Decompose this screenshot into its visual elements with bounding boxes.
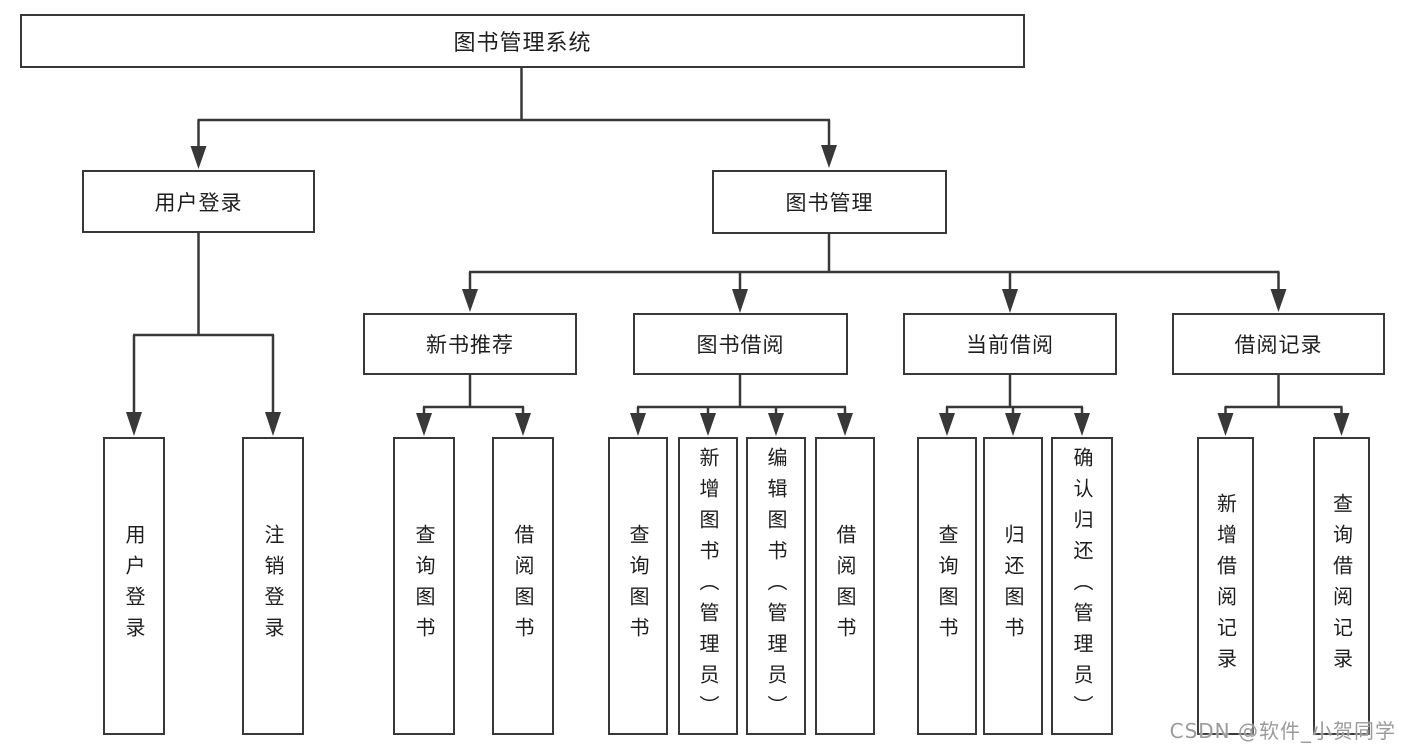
node-label: 查询图书 bbox=[935, 524, 959, 648]
connector-book-mgmt-children bbox=[462, 234, 1287, 313]
node-user-login: 用户登录 bbox=[82, 170, 315, 233]
connector-new-book-children bbox=[416, 375, 531, 436]
node-borrowing-records: 借阅记录 bbox=[1172, 313, 1385, 375]
node-label: 图书管理 bbox=[785, 191, 874, 215]
connector-borrow-record-children bbox=[1217, 375, 1350, 436]
connector-user-login-children bbox=[126, 233, 281, 436]
node-label: 用户登录 bbox=[154, 190, 243, 215]
leaf-borrow-borrow-books: 借阅图书 bbox=[815, 437, 875, 735]
node-label: 编辑图书（管理员） bbox=[764, 446, 788, 726]
node-label: 借阅图书 bbox=[511, 524, 535, 648]
node-book-borrowing: 图书借阅 bbox=[633, 313, 848, 375]
leaf-newbook-query-books: 查询图书 bbox=[393, 437, 455, 735]
node-label: 确认归还（管理员） bbox=[1070, 446, 1094, 726]
node-new-book-recommend: 新书推荐 bbox=[363, 313, 577, 375]
leaf-borrow-add-books-admin: 新增图书（管理员） bbox=[678, 437, 738, 735]
node-label: 归还图书 bbox=[1001, 524, 1025, 648]
node-label: 用户登录 bbox=[122, 524, 146, 648]
node-label: 当前借阅 bbox=[966, 333, 1054, 357]
node-label: 查询借阅记录 bbox=[1329, 493, 1354, 679]
csdn-watermark: CSDN @软件_小贺同学 bbox=[1169, 719, 1396, 743]
connector-book-borrow-children bbox=[630, 375, 853, 436]
node-label: 查询图书 bbox=[412, 524, 436, 648]
leaf-current-return-books: 归还图书 bbox=[983, 437, 1043, 735]
node-label: 查询图书 bbox=[626, 524, 650, 648]
leaf-record-query-borrow-record: 查询借阅记录 bbox=[1313, 437, 1370, 735]
leaf-current-confirm-return-admin: 确认归还（管理员） bbox=[1051, 437, 1113, 735]
node-label: 图书管理系统 bbox=[453, 31, 592, 56]
leaf-current-query-books: 查询图书 bbox=[917, 437, 977, 735]
node-current-borrowing: 当前借阅 bbox=[903, 313, 1117, 375]
node-label: 图书借阅 bbox=[696, 333, 785, 357]
node-label: 借阅记录 bbox=[1234, 333, 1323, 357]
node-label: 新增图书（管理员） bbox=[696, 446, 720, 726]
connector-root-to-level2 bbox=[190, 68, 837, 169]
leaf-logout: 注销登录 bbox=[242, 437, 304, 735]
leaf-borrow-query-books: 查询图书 bbox=[608, 437, 668, 735]
connector-current-borrow-children bbox=[939, 375, 1090, 436]
leaf-borrow-edit-books-admin: 编辑图书（管理员） bbox=[746, 437, 806, 735]
leaf-user-login: 用户登录 bbox=[103, 437, 165, 735]
node-library-management-system: 图书管理系统 bbox=[20, 14, 1025, 68]
node-label: 新增借阅记录 bbox=[1213, 493, 1238, 679]
node-book-management: 图书管理 bbox=[712, 170, 947, 234]
leaf-record-add-borrow-record: 新增借阅记录 bbox=[1197, 437, 1254, 735]
node-label: 注销登录 bbox=[261, 524, 285, 648]
node-label: 借阅图书 bbox=[833, 524, 857, 648]
node-label: 新书推荐 bbox=[426, 333, 514, 357]
leaf-newbook-borrow-books: 借阅图书 bbox=[492, 437, 554, 735]
